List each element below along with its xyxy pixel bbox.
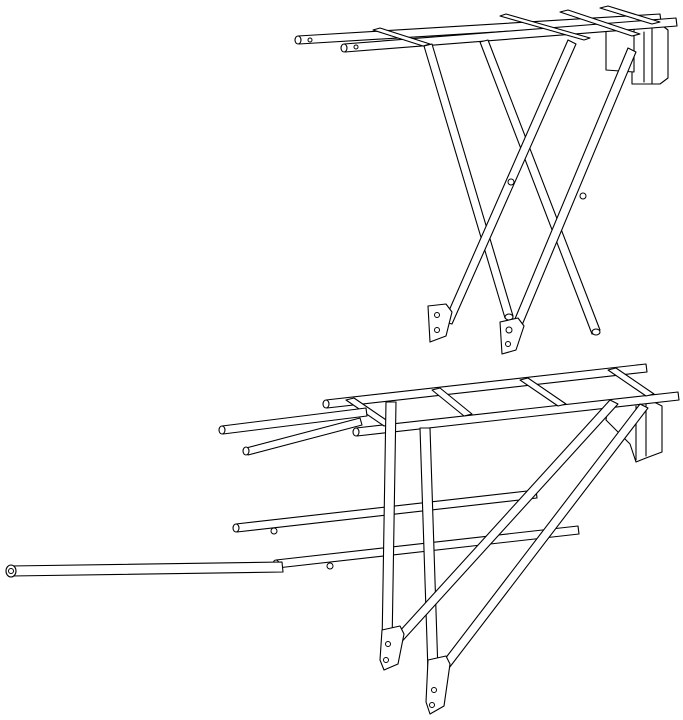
upper-bottom-plates: [427, 303, 525, 355]
lower-struts: [381, 399, 649, 673]
upper-top-platform: [294, 5, 678, 53]
lower-top-platform: [218, 363, 680, 456]
upper-rack-drawing: [294, 5, 678, 355]
lower-bottom-plates: [379, 625, 451, 715]
upper-struts: [423, 39, 637, 336]
lower-rack-drawing: [5, 363, 680, 715]
